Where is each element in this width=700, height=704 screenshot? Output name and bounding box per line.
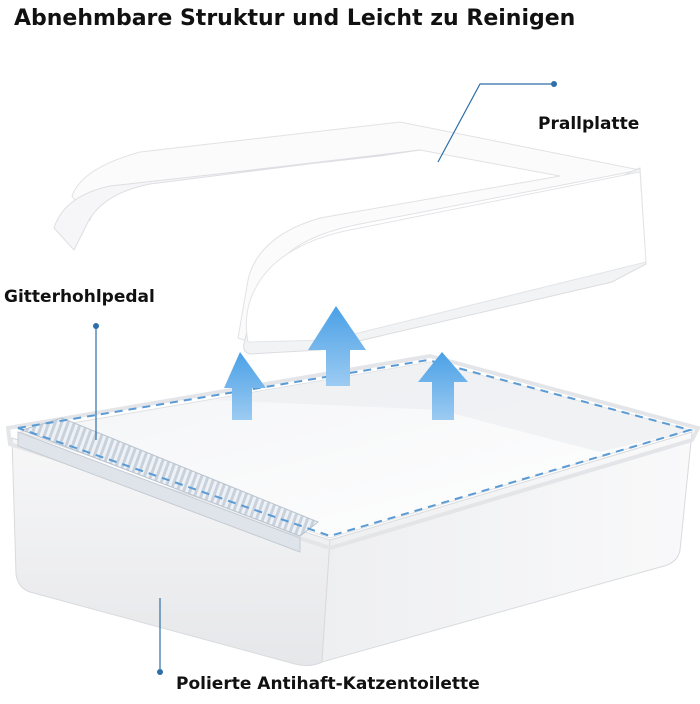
dashed-outline (17, 358, 694, 538)
up-arrow-icon (308, 306, 366, 386)
page-title: Abnehmbare Struktur und Leicht zu Reinig… (14, 6, 576, 31)
up-arrow-icon (224, 352, 266, 420)
up-arrow-icon (418, 352, 468, 420)
leader-line-deflector (437, 83, 554, 163)
leader-lines (93, 81, 557, 675)
leader-dot-pedal (93, 323, 99, 329)
leader-dot-deflector (551, 81, 557, 87)
deflector-label: Prallplatte (538, 114, 640, 134)
litter-box (5, 353, 700, 667)
pedal-label: Gitterhohlpedal (4, 287, 155, 307)
litter-box-label: Polierte Antihaft-Katzentoilette (176, 674, 480, 694)
litter-box-rim (5, 353, 700, 551)
leader-dot-toilet (157, 669, 163, 675)
litter-box-front-wall (11, 437, 331, 667)
litter-box-side-wall (321, 431, 693, 663)
grid-pedal-edge (17, 431, 301, 553)
lift-arrows (224, 306, 468, 420)
deflector-front-face (245, 171, 647, 343)
deflector-plate (53, 121, 647, 355)
deflector-left-flap (53, 149, 421, 251)
